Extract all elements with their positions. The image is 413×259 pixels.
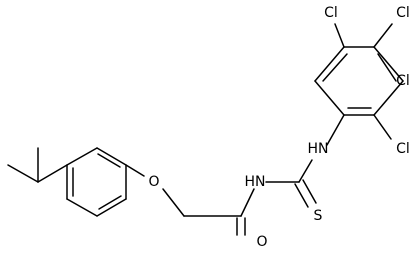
bond-isopropyl-methyl-left bbox=[7, 164, 39, 183]
bond-left-ring-inner-2 bbox=[98, 195, 122, 210]
atom-labels: O HN HN S O Cl Cl Cl Cl bbox=[148, 5, 409, 250]
bond-left-ring-4 bbox=[96, 198, 127, 217]
bond-ring-to-ether-oxygen bbox=[125, 164, 145, 177]
lower-chlorine-label: Cl bbox=[396, 141, 410, 157]
bond-ring-to-lower-chlorine bbox=[373, 114, 392, 140]
bond-right-ring-inner-2 bbox=[377, 53, 397, 82]
bond-right-ring-inner-1 bbox=[322, 53, 348, 82]
right-chlorine-label: Cl bbox=[396, 73, 410, 89]
top-right-chlorine-label: Cl bbox=[396, 5, 410, 21]
bond-isopropyl-to-ring bbox=[37, 164, 68, 183]
aryl-nitrogen-label: HN bbox=[308, 141, 329, 157]
bond-thiocarbonyl-to-aryl-nitrogen bbox=[298, 159, 313, 183]
bond-left-ring-2 bbox=[96, 147, 127, 166]
bond-carbonyl-to-amide-nitrogen bbox=[240, 188, 255, 217]
bond-left-ring-5 bbox=[66, 198, 98, 217]
bond-ether-oxygen-to-ch2 bbox=[162, 188, 185, 217]
ether-oxygen-label: O bbox=[148, 174, 159, 190]
bond-aryl-nitrogen-to-ring bbox=[326, 114, 345, 146]
bonds bbox=[7, 23, 404, 236]
bond-thiocarbonyl-double-left bbox=[294, 183, 309, 208]
amide-nitrogen-label: HN bbox=[245, 174, 266, 190]
bond-left-ring-inner-1 bbox=[97, 153, 121, 168]
bond-ring-to-top-left-chlorine bbox=[334, 23, 345, 48]
bond-left-ring-1 bbox=[66, 147, 98, 166]
bond-right-ring-2 bbox=[314, 46, 345, 82]
carbonyl-oxygen-label: O bbox=[256, 234, 267, 250]
top-left-chlorine-label: Cl bbox=[324, 5, 338, 21]
bond-right-ring-5 bbox=[373, 80, 404, 116]
bond-ring-to-top-right-chlorine bbox=[373, 23, 393, 48]
bond-right-ring-4 bbox=[373, 46, 404, 82]
thione-sulfur-label: S bbox=[314, 208, 323, 224]
bond-thiocarbonyl-double-right bbox=[302, 179, 317, 204]
bond-right-ring-1 bbox=[314, 80, 345, 116]
